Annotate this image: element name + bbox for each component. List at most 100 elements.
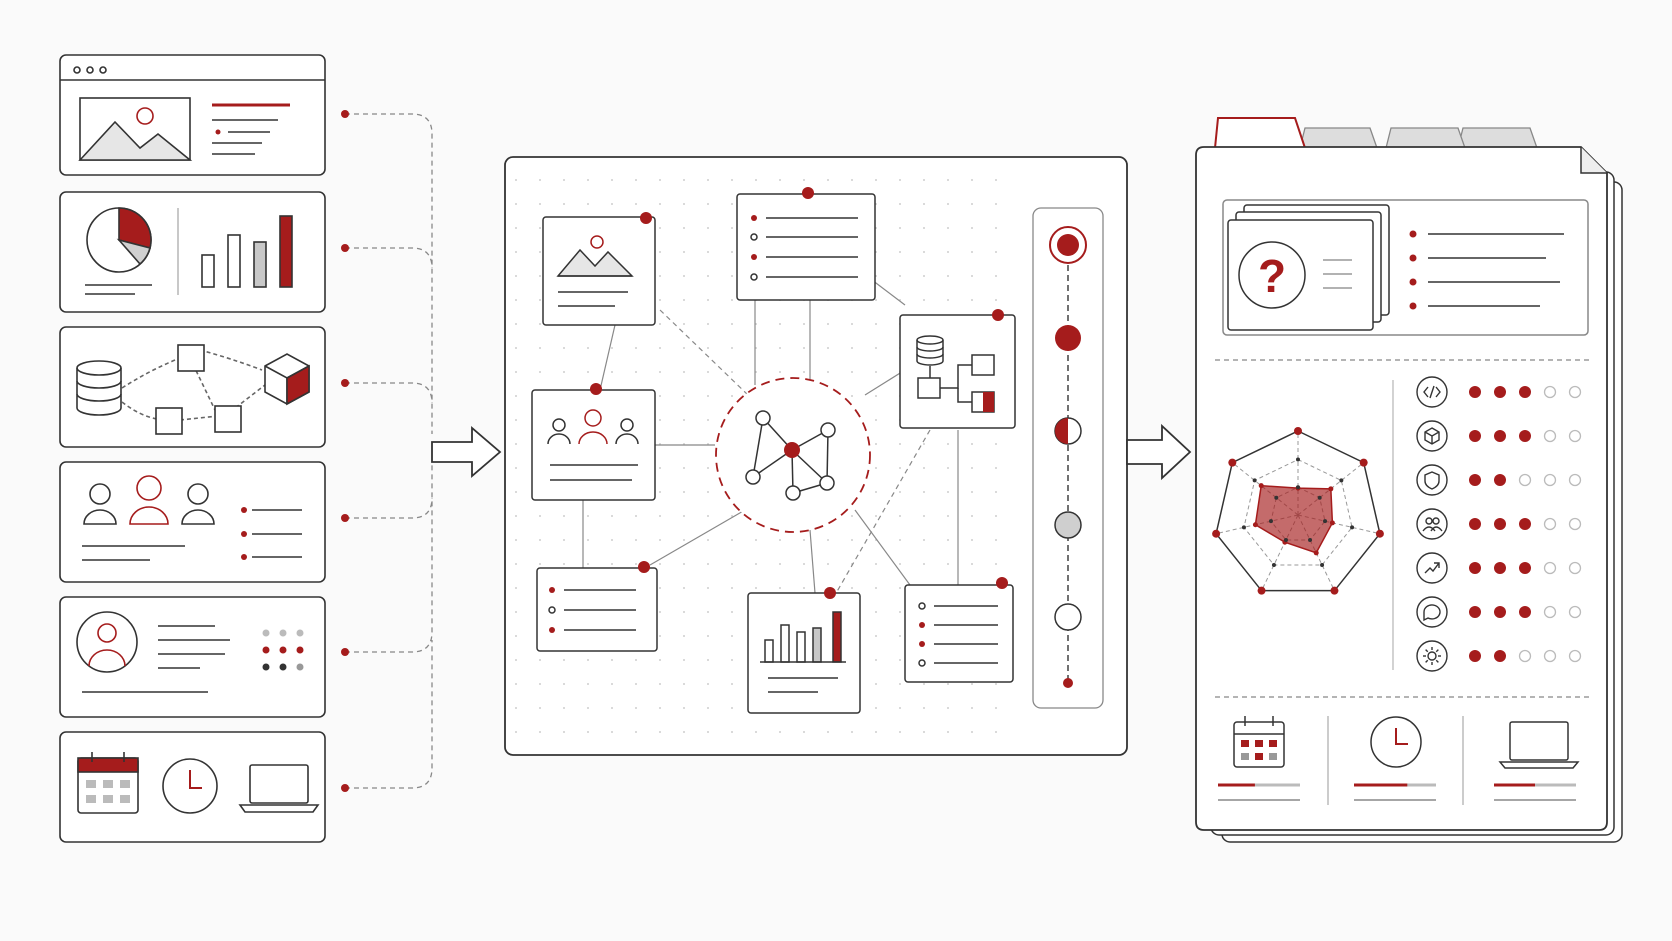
skill-row: [1416, 552, 1582, 584]
skill-row: [1416, 464, 1582, 496]
radar-ring: [1243, 459, 1353, 566]
trend-icon: [1416, 552, 1448, 584]
radar-area: [1254, 484, 1334, 554]
arrow-right-icon: [1126, 423, 1192, 481]
radar-ring-point: [1320, 562, 1325, 567]
graph-edges: [582, 279, 959, 596]
node-database-card[interactable]: [899, 309, 1016, 429]
radar-ring-point: [1241, 525, 1246, 530]
rating-dot-filled: [1494, 606, 1506, 618]
timeline-state-empty: [1054, 603, 1082, 631]
cube-icon: [1416, 420, 1448, 452]
radar-ring-point: [1339, 478, 1344, 483]
source-card-profile[interactable]: [59, 596, 326, 718]
rating-dot-empty: [1568, 649, 1582, 663]
radar-vertex: [1375, 529, 1384, 538]
rating-dot-filled: [1469, 430, 1481, 442]
code-icon: [1416, 376, 1448, 408]
rating-dot-empty: [1543, 473, 1557, 487]
rating-dot-empty: [1543, 429, 1557, 443]
progress-timeline: [1032, 207, 1104, 709]
node-image-card[interactable]: [542, 212, 656, 326]
rating-dot-empty: [1543, 649, 1557, 663]
source-connectors: [345, 113, 433, 789]
network-graph-icon: [715, 377, 871, 533]
node-list-card-top[interactable]: [736, 187, 876, 301]
bar-chart-icon: [760, 611, 846, 663]
rating-dot-filled: [1494, 474, 1506, 486]
rating-dot-empty: [1568, 429, 1582, 443]
clock-icon: [162, 758, 218, 814]
users-icon: [83, 475, 215, 525]
radar-point: [1258, 483, 1264, 489]
laptop-icon: [238, 764, 320, 813]
node-list-card-bottom-right[interactable]: [904, 577, 1014, 683]
bar-chart-icon: [201, 215, 293, 288]
dot-grid: [262, 629, 304, 671]
team-icon: [1416, 508, 1448, 540]
skill-row: [1416, 376, 1582, 408]
rating-dot-empty: [1543, 385, 1557, 399]
skill-ratings: [1416, 376, 1582, 672]
radar-vertex: [1330, 586, 1339, 595]
source-card-tools[interactable]: [59, 731, 326, 843]
radar-vertex: [1228, 458, 1237, 467]
node-bar-chart-card[interactable]: [747, 587, 861, 714]
rating-dot-empty: [1568, 385, 1582, 399]
rating-dot-filled: [1469, 518, 1481, 530]
rating-dot-empty: [1568, 561, 1582, 575]
clock-icon[interactable]: [1370, 716, 1422, 768]
radar-ring-point: [1271, 562, 1276, 567]
calendar-icon[interactable]: [1233, 716, 1285, 768]
shield-icon: [1416, 464, 1448, 496]
source-card-people[interactable]: [59, 461, 326, 583]
source-card-charts[interactable]: [59, 191, 326, 313]
radar-vertex: [1359, 458, 1368, 467]
center-panel: [504, 156, 1128, 756]
rating-dot-empty: [1568, 517, 1582, 531]
rating-dot-empty: [1568, 605, 1582, 619]
source-card-data[interactable]: [59, 326, 326, 448]
radar-vertex: [1257, 586, 1266, 595]
timeline-state-filled: [1055, 325, 1081, 351]
radar-ring-point: [1317, 495, 1322, 500]
radar-chart: [1212, 427, 1384, 595]
radar-ring-point: [1350, 525, 1355, 530]
rating-dot-empty: [1518, 649, 1532, 663]
database-icon: [76, 360, 122, 416]
arrow-right-icon: [431, 426, 502, 478]
node-people-card[interactable]: [531, 383, 656, 501]
image-icon: [556, 235, 634, 277]
radar-point: [1313, 550, 1319, 556]
chat-icon: [1416, 596, 1448, 628]
rating-dot-filled: [1469, 386, 1481, 398]
radar-ring-point: [1252, 478, 1257, 483]
skill-row: [1416, 508, 1582, 540]
question-card[interactable]: ?: [1222, 199, 1589, 336]
source-cards: [59, 54, 326, 843]
rating-dot-filled: [1469, 474, 1481, 486]
timeline-state-half: [1054, 417, 1082, 445]
report-footer: [1218, 716, 1580, 805]
report-tabs[interactable]: [1214, 117, 1538, 149]
rating-dot-filled: [1494, 518, 1506, 530]
user-avatar-icon: [76, 611, 138, 673]
radar-vertex: [1294, 427, 1302, 435]
node-list-card-bottom-left[interactable]: [536, 561, 658, 652]
radar-point: [1252, 522, 1258, 528]
laptop-icon[interactable]: [1498, 721, 1580, 769]
users-icon: [547, 409, 639, 445]
skill-row: [1416, 640, 1582, 672]
calendar-icon: [77, 752, 139, 814]
radar-ring-point: [1283, 537, 1288, 542]
radar-ring-point: [1296, 485, 1300, 490]
bullet-list: [241, 507, 302, 560]
radar-ring-point: [1308, 537, 1313, 542]
rating-dot-filled: [1494, 386, 1506, 398]
timeline-state-target: [1049, 226, 1087, 264]
radar-ring-point: [1268, 519, 1273, 524]
timeline-state-gray: [1054, 511, 1082, 539]
source-card-web-page[interactable]: [59, 54, 326, 176]
rating-dot-filled: [1494, 430, 1506, 442]
timeline-state-end-dot: [1063, 678, 1073, 688]
